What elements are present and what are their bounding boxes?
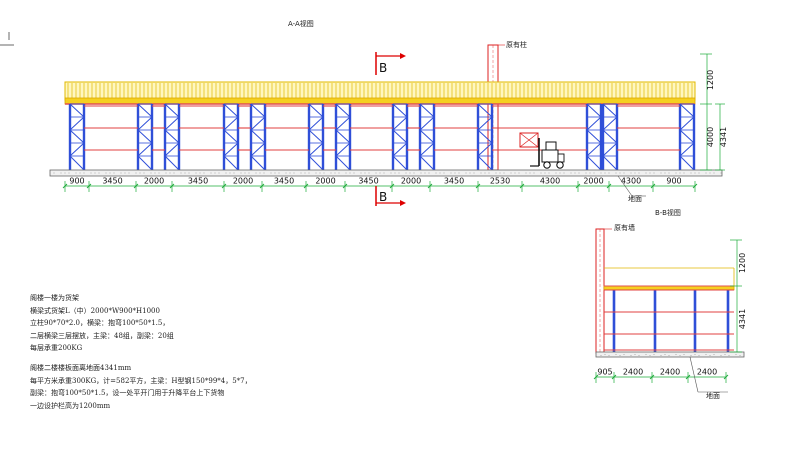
bb-dim-4341: 4341 xyxy=(738,309,747,329)
storage-racks xyxy=(68,103,696,171)
bb-column xyxy=(612,290,616,352)
aa-dim-label: 3450 xyxy=(102,177,122,186)
note-line: 副梁：抱弯100*50*1.5，设一处平开门用于升降平台上下货物 xyxy=(30,389,225,397)
aa-dim-label: 2000 xyxy=(583,177,603,186)
rack-frame xyxy=(585,103,603,171)
aa-bottom-dimension-chain: 900 3450 2000 3450 2000 3450 2000 3450 2000 3450 2… xyxy=(62,177,698,192)
aa-dim-label: 900 xyxy=(666,177,681,186)
aa-view-title: A-A视图 xyxy=(288,19,314,28)
aa-ground-label: 地面 xyxy=(628,194,642,203)
aa-dim-label: 900 xyxy=(69,177,84,186)
wall-label: 原有墙 xyxy=(614,223,635,232)
note-line: 每层承重200KG xyxy=(30,344,83,352)
rack-frame xyxy=(163,103,181,171)
bb-view-title: B-B视图 xyxy=(655,208,681,217)
aa-dim-label: 2000 xyxy=(144,177,164,186)
note-line: 二层横梁三层摆放，主梁：48组，副梁：20组 xyxy=(30,331,174,340)
note-line: 每平方米承重300KG，计=582平方，主梁：H型钢150*99*4，5*7， xyxy=(30,376,252,385)
rack-frame xyxy=(476,103,494,171)
rack-frame xyxy=(601,103,619,171)
note-line: 阁楼一楼为货架 xyxy=(30,294,79,302)
bb-mezzanine-frame xyxy=(603,267,735,352)
notes-group-2: 阁楼二楼楼板面离地面4341mm 每平方米承重300KG，计=582平方，主梁：… xyxy=(30,362,252,412)
mezzanine-railing xyxy=(64,81,696,105)
bb-right-dimension-chain xyxy=(730,239,742,353)
rack-frame xyxy=(391,103,409,171)
forklift xyxy=(519,132,565,169)
rack-frame xyxy=(222,103,240,171)
bb-dim-label: 905 xyxy=(597,368,612,377)
rack-frame xyxy=(136,103,154,171)
aa-dim-4341: 4341 xyxy=(719,127,728,147)
aa-dim-1200: 1200 xyxy=(706,70,715,90)
aa-dim-label: 2000 xyxy=(233,177,253,186)
rack-frame xyxy=(418,103,436,171)
bb-column xyxy=(726,290,730,352)
note-line: 阁楼二楼楼板面离地面4341mm xyxy=(30,364,132,372)
note-line: 横梁式货架L（中）2000*W900*H1000 xyxy=(30,306,160,315)
aa-dim-label: 2530 xyxy=(490,177,510,186)
bb-dim-1200: 1200 xyxy=(738,253,747,273)
column-label: 原有柱 xyxy=(506,40,527,49)
bb-bottom-dimension-chain: 905 2400 2400 2400 xyxy=(593,368,729,383)
aa-dim-label: 4300 xyxy=(621,177,641,186)
rack-frame xyxy=(334,103,352,171)
rack-frame xyxy=(307,103,325,171)
rack-frame xyxy=(68,103,86,171)
section-mark-b-top: B xyxy=(375,52,406,75)
aa-dim-4000: 4000 xyxy=(706,127,715,147)
aa-dim-label: 4300 xyxy=(540,177,560,186)
bb-ground-label: 地面 xyxy=(706,391,720,400)
aa-ground-leader xyxy=(617,175,646,197)
aa-dim-label: 3450 xyxy=(274,177,294,186)
svg-text:B: B xyxy=(379,190,387,204)
aa-dim-label: 3450 xyxy=(358,177,378,186)
aa-right-dimension-chain xyxy=(700,53,725,171)
notes-group-1: 阁楼一楼为货架 横梁式货架L（中）2000*W900*H1000 立柱90*70… xyxy=(30,292,174,355)
section-mark-b-bottom: B xyxy=(375,186,406,206)
rack-frame xyxy=(678,103,696,171)
note-line: 一边设护栏高为1200mm xyxy=(30,401,111,410)
bb-dim-label: 2400 xyxy=(623,368,643,377)
bb-ground-leader xyxy=(689,356,728,393)
svg-text:B: B xyxy=(379,61,387,75)
ground-slab-bb xyxy=(595,351,745,358)
rack-frame xyxy=(249,103,267,171)
bb-column xyxy=(653,290,657,352)
aa-dim-label: 2000 xyxy=(315,177,335,186)
original-column xyxy=(487,44,505,171)
bb-column xyxy=(693,290,697,352)
aa-dim-label: 3450 xyxy=(188,177,208,186)
ground-slab-aa xyxy=(49,169,723,177)
note-line: 立柱90*70*2.0，横梁：抱弯100*50*1.5， xyxy=(30,319,170,327)
aa-dim-label: 2000 xyxy=(401,177,421,186)
aa-dim-label: 3450 xyxy=(444,177,464,186)
bb-dim-label: 2400 xyxy=(660,368,680,377)
bb-dim-label: 2400 xyxy=(697,368,717,377)
